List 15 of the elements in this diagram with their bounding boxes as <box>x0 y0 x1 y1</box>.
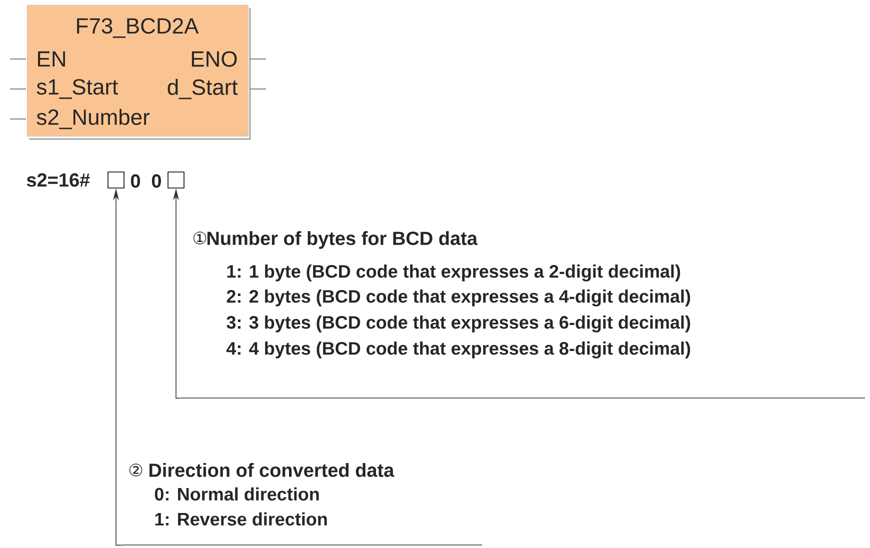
label-text: 0 <box>152 174 161 188</box>
heading-text: Number of bytes for BCD data <box>207 231 478 249</box>
callout-number: ② <box>129 464 142 476</box>
list-item: 0: Normal direction <box>154 487 319 501</box>
callout-number: ① <box>193 232 206 244</box>
list-item: 4: 4 bytes (BCD code that expresses a 8-digit decimal) <box>226 342 690 358</box>
list-item: 2: 2 bytes (BCD code that expresses a 4-digit decimal) <box>226 290 690 306</box>
label-text: 0 <box>130 174 140 188</box>
empty-box <box>168 172 184 188</box>
heading-text: Direction of converted data <box>149 463 394 477</box>
empty-box <box>108 172 124 188</box>
list-item: 1: 1 byte (BCD code that expresses a 2-digit decimal) <box>227 264 680 282</box>
label-text: s2=16# <box>26 173 90 187</box>
list-item: 1: Reverse direction <box>155 512 327 526</box>
list-item: 3: 3 bytes (BCD code that expresses a 6-digit decimal) <box>226 316 690 332</box>
